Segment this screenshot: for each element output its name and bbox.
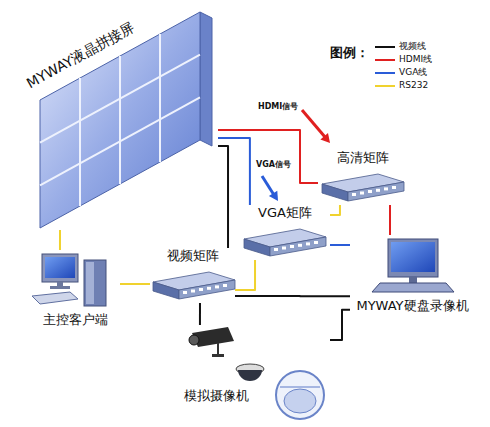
cable [59, 230, 61, 250]
hd-matrix-device [322, 174, 404, 201]
vga-arrow [262, 176, 274, 195]
legend-line [375, 85, 395, 87]
neck [409, 277, 417, 283]
dvr-drawing [372, 239, 454, 292]
signal-label: HDMI信号 [258, 102, 298, 111]
legend-line [375, 46, 395, 48]
seam [119, 56, 121, 184]
signal-arrows [262, 110, 330, 201]
legend-swatch [374, 56, 396, 64]
arrow-head [320, 133, 330, 143]
monitor [388, 239, 438, 277]
video-matrix: 视频矩阵 [150, 248, 235, 303]
device-label: 模拟摄像机 [184, 389, 249, 404]
dome-glass [284, 389, 316, 413]
legend-swatch [374, 82, 396, 90]
legend-row: 视频线 [374, 41, 426, 51]
dome [238, 370, 262, 381]
wall-front [40, 12, 200, 228]
device-label: MYWAY液晶拼接屏 [23, 19, 136, 92]
base [50, 286, 70, 289]
cable [330, 205, 340, 215]
cable [330, 310, 350, 340]
control-client: 主控客户端 [30, 250, 120, 335]
device-label: VGA矩阵 [258, 206, 312, 221]
screen [45, 257, 75, 278]
seam [159, 34, 161, 162]
video-wall-drawing [40, 12, 212, 228]
video-matrix-device [153, 272, 235, 299]
cameras-drawing [189, 327, 324, 419]
pc-drawing [32, 254, 106, 306]
legend-row: VGA线 [374, 67, 427, 77]
recorder-base [372, 283, 454, 292]
mount [212, 354, 224, 357]
device-label: MYWAY硬盘录像机 [356, 299, 468, 314]
legend-text: VGA线 [399, 67, 427, 77]
legend-line [375, 72, 395, 74]
legend-text: HDMI线 [399, 54, 432, 64]
analog-cameras: 模拟摄像机 [180, 325, 330, 420]
keyboard [32, 292, 78, 304]
arrow-head [269, 191, 278, 201]
legend-text: 视频线 [399, 41, 426, 51]
device-label: 视频矩阵 [167, 249, 219, 264]
legend-text: RS232 [399, 80, 428, 90]
cable [218, 146, 228, 248]
seam [79, 78, 81, 206]
stand [57, 282, 63, 286]
speed-dome [276, 371, 324, 419]
device-label: 高清矩阵 [337, 151, 389, 166]
cable [199, 303, 201, 325]
seam [40, 97, 200, 185]
tower-front [86, 262, 94, 304]
cable [120, 283, 150, 285]
cable [235, 260, 255, 290]
bracket [217, 343, 219, 355]
wall-side [200, 12, 212, 146]
dvr: MYWAY硬盘录像机 [350, 235, 475, 320]
screen [391, 242, 435, 272]
vga-matrix: VGA矩阵 [240, 205, 330, 260]
lens [189, 335, 199, 345]
dome-ring [280, 386, 320, 388]
monitor [42, 254, 78, 282]
signal-label: VGA信号 [256, 160, 291, 169]
legend-row: HDMI线 [374, 54, 432, 64]
device-label: 主控客户端 [43, 313, 108, 328]
legend-line [375, 59, 395, 61]
legend-swatch [374, 69, 396, 77]
cable [330, 244, 350, 246]
vga-matrix-device [244, 229, 326, 256]
cable [218, 138, 250, 205]
legend-swatch [374, 43, 396, 51]
legend-row: RS232 [374, 80, 428, 90]
hdmi-arrow [302, 110, 325, 137]
hd-matrix: 高清矩阵 [318, 150, 408, 205]
legend-heading: 图例： [330, 46, 369, 61]
video-wall: MYWAY液晶拼接屏 [15, 8, 218, 230]
cable [389, 205, 391, 235]
tower [84, 260, 106, 306]
cable [235, 295, 350, 297]
